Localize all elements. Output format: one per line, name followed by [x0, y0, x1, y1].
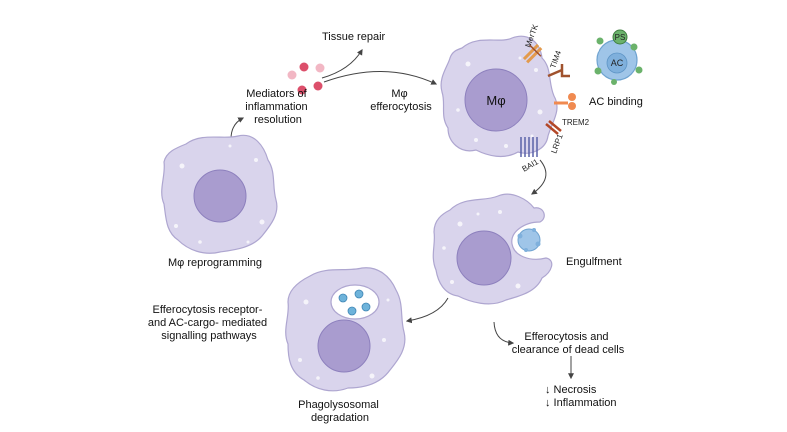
clearance-label: Efferocytosis and clearance of dead cell…	[512, 331, 625, 356]
arrow-to-tissue-repair	[321, 48, 363, 79]
ac-label: AC	[611, 58, 624, 68]
mertk-receptor	[522, 43, 543, 64]
arrow-mediators-to-efferocytosis	[323, 71, 438, 85]
trem2-receptor	[554, 93, 576, 110]
ps-marker-main	[612, 29, 628, 45]
efferocytosis-label: Mφ efferocytosis	[370, 88, 432, 113]
bai1-receptor	[520, 137, 538, 157]
tim4-receptor	[547, 64, 570, 78]
labels: Tissue repair Mediators of inflammation …	[148, 31, 643, 424]
mediator-particles	[287, 62, 325, 95]
bai1-label: BAI1	[521, 157, 541, 174]
mediator-dot	[315, 63, 325, 73]
ps-markers	[594, 37, 643, 85]
lrp1-label: LRP1	[549, 132, 564, 154]
arrow-to-clearance	[493, 321, 515, 346]
macrophage-engulfment	[432, 193, 553, 305]
nucleus	[317, 319, 371, 373]
cell-vesicles	[298, 298, 390, 380]
cell-vesicles	[442, 210, 521, 289]
nucleus-label: Mφ	[486, 93, 505, 108]
lrp1-receptor	[545, 120, 562, 135]
macrophage-efferocytosis: Mφ	[440, 35, 558, 158]
ac-nucleus	[606, 52, 628, 74]
cell-vesicles	[456, 56, 543, 148]
phagolysosome	[330, 284, 380, 320]
reprogramming-label: Mφ reprogramming	[168, 257, 262, 269]
ps-label: PS	[615, 33, 626, 42]
macrophage-reprogramming	[161, 134, 278, 254]
ac-binding-label: AC binding	[589, 96, 643, 108]
phagolysosomal-label: Phagolysosomal degradation	[298, 399, 382, 424]
arrow-engulfment-to-phagolysosome	[405, 297, 449, 324]
mediators-label: Mediators of inflammation resolution	[245, 88, 310, 126]
signalling-label: Efferocytosis receptor- and AC-cargo- me…	[148, 304, 270, 342]
engulfed-ac	[517, 228, 541, 252]
nucleus	[464, 68, 528, 132]
trem2-label: TREM2	[562, 118, 590, 127]
engulfment-label: Engulfment	[566, 256, 622, 268]
tissue-repair-label: Tissue repair	[322, 31, 386, 43]
receptors: MerTK TIM4 TREM2 LRP1 BAI1	[520, 22, 590, 174]
macrophage-phagolysosome	[285, 267, 406, 392]
mediator-dot	[299, 62, 309, 72]
nucleus	[193, 169, 247, 223]
mediator-dot	[313, 81, 323, 91]
cycle-arrows	[230, 48, 574, 380]
apoptotic-cell: AC PS	[593, 29, 643, 85]
mediator-dot	[297, 85, 307, 95]
mediator-dot	[287, 70, 297, 80]
arrow-efferocytosis-to-engulfment	[531, 159, 547, 195]
outcomes-label: ↓ Necrosis ↓ Inflammation	[545, 384, 617, 409]
cell-vesicles	[174, 144, 265, 244]
nucleus	[456, 230, 512, 286]
